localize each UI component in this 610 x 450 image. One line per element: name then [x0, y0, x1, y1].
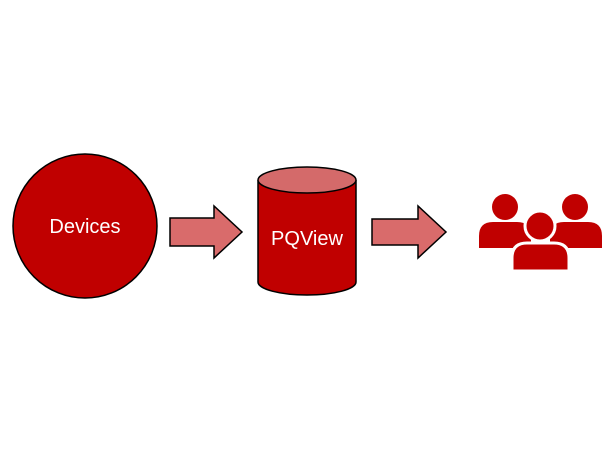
- user-center-head: [523, 209, 557, 243]
- user-right-body: [550, 222, 602, 248]
- pqview-node: PQView: [257, 166, 357, 296]
- user-left-body: [479, 222, 531, 248]
- users-icon: [479, 194, 602, 273]
- user-left-head: [492, 194, 518, 220]
- pqview-label: PQView: [271, 228, 343, 250]
- devices-node: Devices: [12, 153, 158, 299]
- pqview-cylinder-body: [257, 180, 357, 296]
- devices-label: Devices: [49, 216, 120, 238]
- pqview-cylinder-top: [257, 166, 357, 194]
- arrow-pqview-to-users: [371, 204, 448, 260]
- arrow-devices-to-pqview: [169, 204, 244, 260]
- devices-circle: [12, 153, 158, 299]
- user-center-body: [510, 241, 571, 273]
- user-right-head: [562, 194, 588, 220]
